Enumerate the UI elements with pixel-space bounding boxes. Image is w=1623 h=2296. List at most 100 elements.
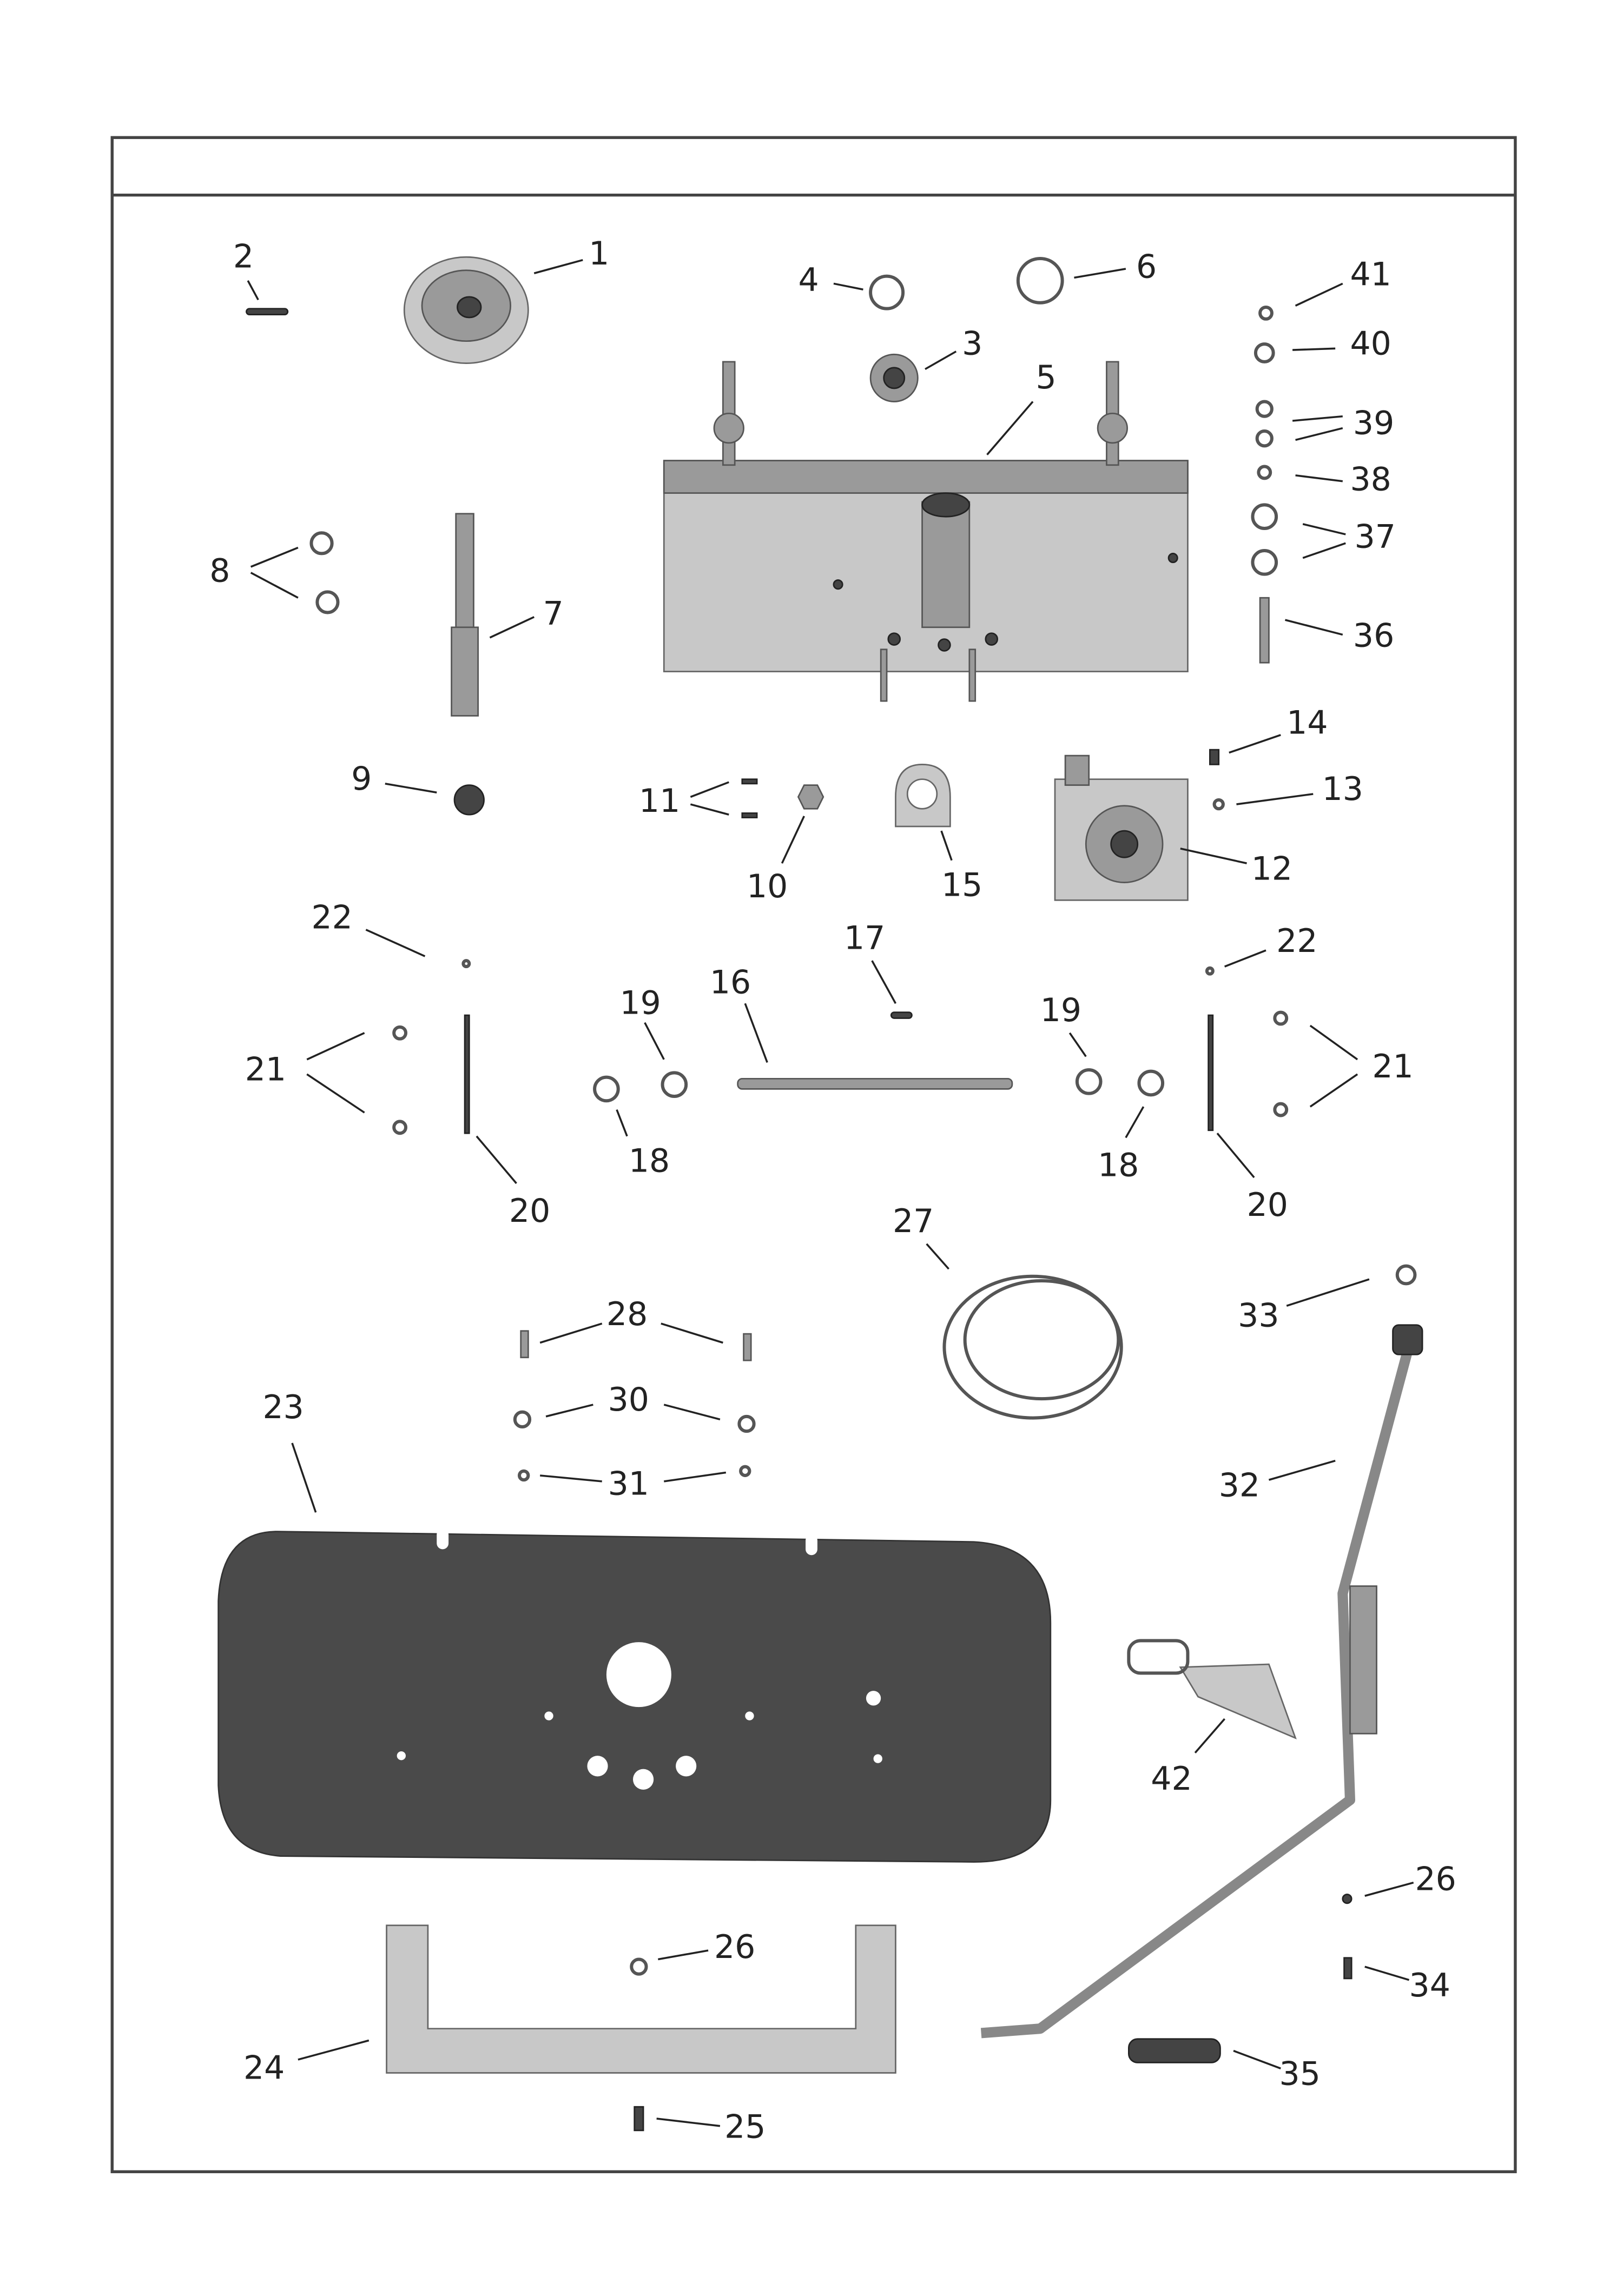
leader-line [1229,734,1281,754]
leader-line [1268,1459,1336,1481]
callout-24: 24 [243,2039,370,2087]
leader-line [616,1109,628,1137]
part-11-pin [741,778,758,785]
callout-12: 12 [1180,848,1292,888]
leader-line [1180,848,1247,864]
callout-number: 20 [1247,1186,1288,1224]
part-24-bracket [386,1924,896,2074]
callout-number: 38 [1350,460,1391,498]
callout-number: 9 [351,760,372,798]
callout-42: 42 [1151,1718,1225,1798]
leader-line [661,1322,723,1344]
part-32-lever [980,1324,1423,2039]
callout-number: 26 [1415,1861,1456,1898]
part-4-ring [869,274,905,310]
leader-line [533,259,583,274]
callout-33: 33 [1238,1278,1370,1335]
leader-line [663,1404,721,1421]
leader-line [1074,268,1126,279]
part-19-washer [661,1071,688,1099]
leader-line [1295,474,1343,482]
part-12-gearbox [1054,755,1189,901]
callout-number: 21 [1372,1048,1413,1086]
part-18-washer [593,1075,620,1103]
leader-line [1236,793,1314,805]
leader-line [489,616,535,639]
callout-number: 42 [1151,1760,1192,1798]
leader-line [1292,415,1343,422]
part-16-shaft [737,1077,1013,1090]
leader-line [250,546,299,568]
callout-26: 26 [1364,1861,1456,1898]
part-23-pan [217,1529,1052,1863]
callout-20: 20 [476,1135,550,1230]
part-18-washer [1137,1069,1165,1097]
callout-number: 37 [1355,518,1396,556]
callout-number: 28 [606,1295,648,1333]
callout-10: 10 [747,816,805,905]
callout-number: 3 [962,325,982,362]
callout-14: 14 [1229,704,1328,754]
callout-3: 3 [925,325,982,370]
callout-28: 28 [539,1295,723,1344]
callout-number: 19 [1040,991,1081,1029]
part-2-key-pin [246,308,289,315]
callout-number: 22 [311,898,352,936]
callout-number: 39 [1353,405,1394,442]
callout-number: 6 [1136,248,1157,286]
callout-36: 36 [1285,617,1394,654]
leader-line [539,1322,603,1344]
leader-line [1285,619,1343,636]
callout-18: 18 [616,1109,670,1180]
callout-35: 35 [1233,2049,1321,2093]
callout-23: 23 [262,1388,317,1513]
leader-line [1194,1718,1225,1754]
part-8-ring [309,531,334,555]
leader-line [940,830,953,861]
part-31-washers [518,1465,751,1482]
callout-number: 41 [1350,255,1391,293]
callout-4: 4 [798,261,863,299]
part-36-bolt [1259,597,1270,664]
leader-line [306,1032,365,1061]
callout-9: 9 [351,760,437,798]
callout-number: 2 [233,238,254,276]
callout-number: 23 [262,1388,304,1426]
part-22-ball [461,959,471,969]
callout-number: 7 [543,595,564,633]
callout-22: 22 [1224,922,1317,968]
leader-line [1068,1032,1087,1057]
part-42-bracket [1127,1639,1297,1739]
leader-line [306,1073,365,1114]
leader-line [664,1471,727,1483]
callout-5: 5 [986,359,1057,455]
part-21-washer [1273,1102,1289,1117]
leader-line [1309,1073,1358,1108]
callout-number: 14 [1286,704,1328,742]
callout-40: 40 [1292,325,1391,362]
callout-number: 13 [1322,770,1363,808]
callout-number: 15 [941,866,982,904]
callout-number: 8 [209,552,230,590]
callout-number: 17 [844,919,885,957]
leader-line [926,1243,949,1270]
part-35-grip [1127,2038,1221,2063]
part-28-screws [520,1330,752,1361]
leader-line [540,1474,602,1483]
callout-number: 18 [629,1142,670,1180]
leader-line [986,401,1034,455]
callout-26: 26 [658,1928,755,1966]
callout-number: 25 [724,2108,766,2146]
part-19-washer [1075,1068,1103,1095]
part-13-washer [1212,798,1225,811]
callout-number: 27 [893,1202,934,1240]
callout-number: 24 [243,2049,285,2087]
leader-line [781,816,805,864]
part-10-nut [797,784,824,810]
callout-41: 41 [1295,255,1391,307]
part-3-bearing [869,353,919,402]
leader-line [1309,1024,1358,1061]
part-15-bracket [895,764,951,828]
leader-line [1302,523,1346,535]
